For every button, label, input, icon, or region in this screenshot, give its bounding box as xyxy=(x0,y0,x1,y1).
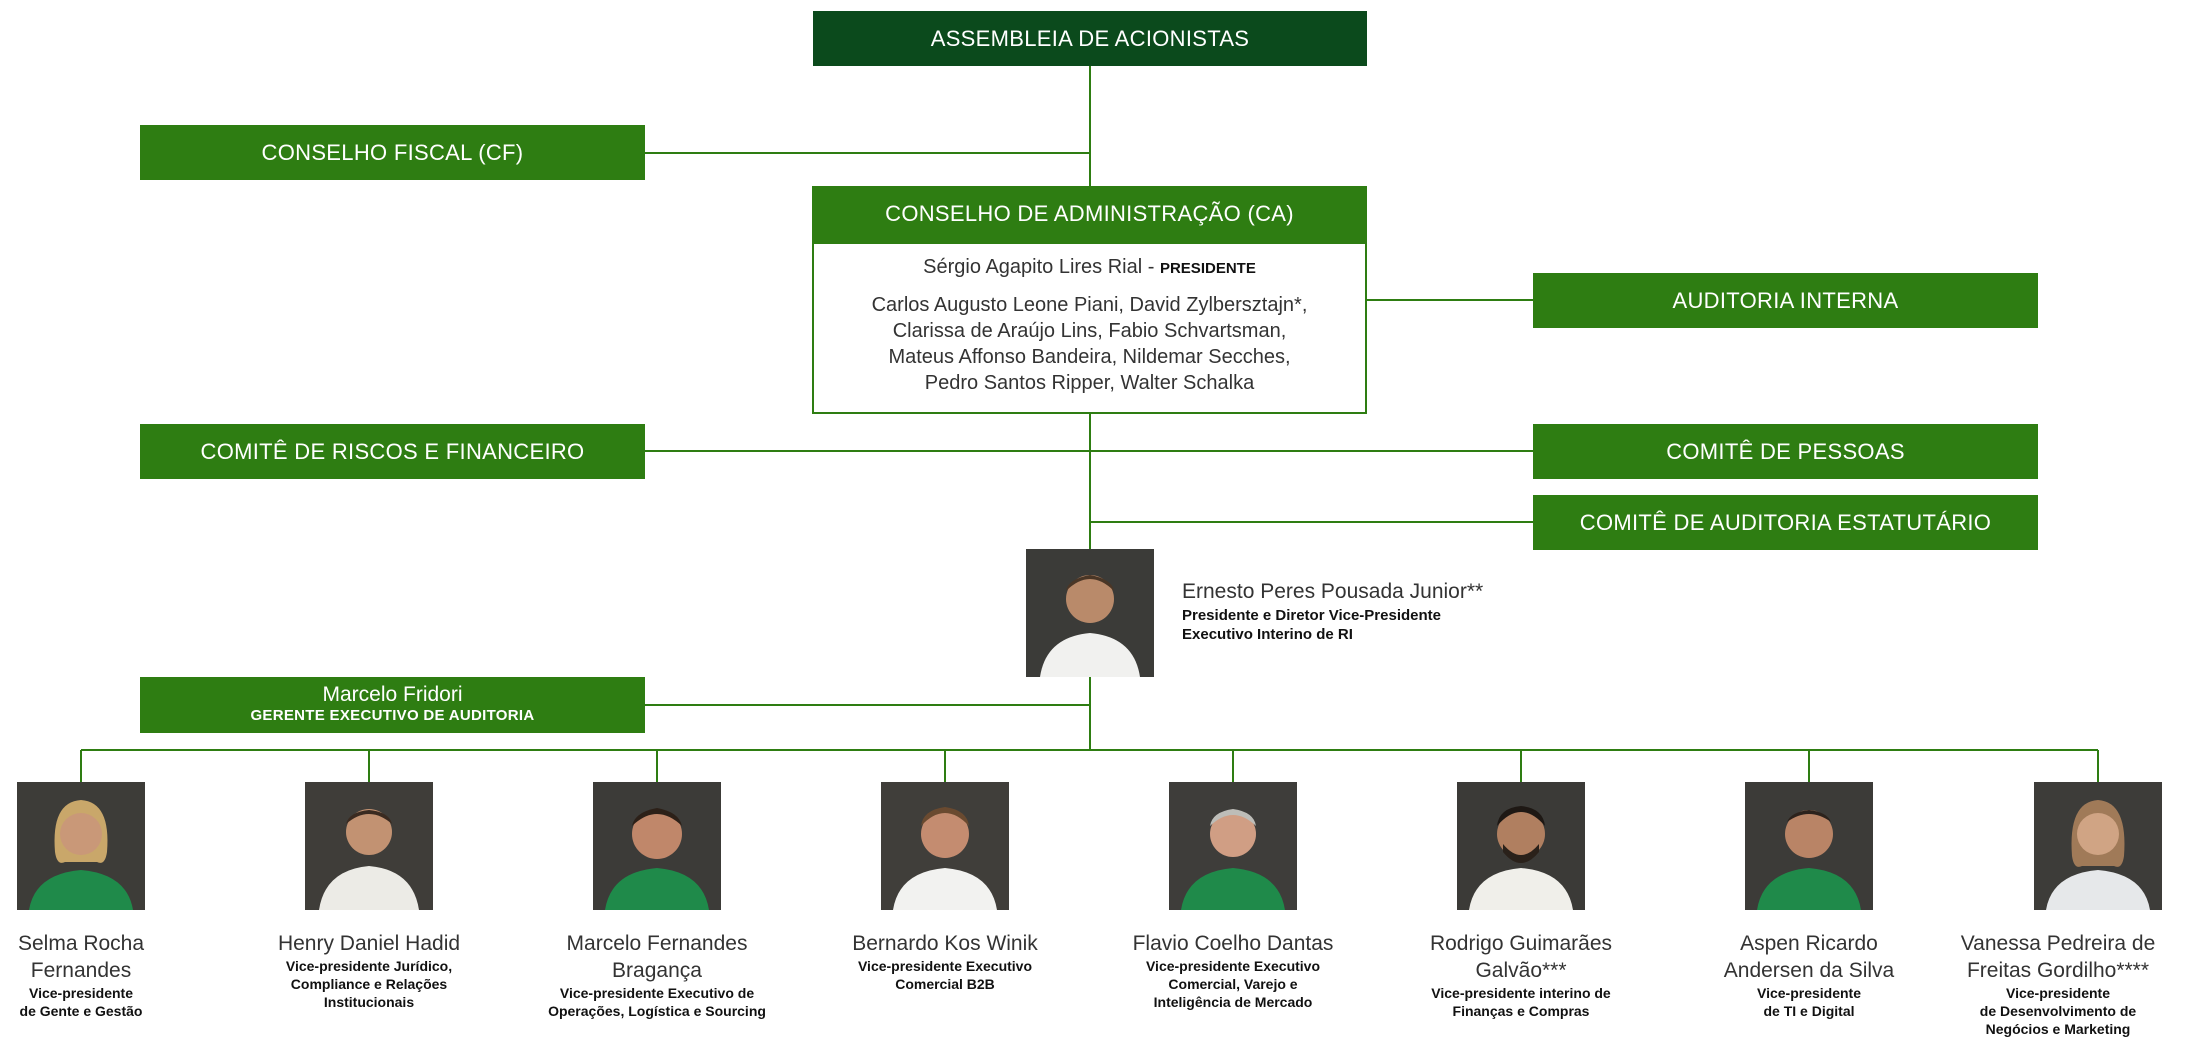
board-title-box: CONSELHO DE ADMINISTRAÇÃO (CA) xyxy=(812,186,1367,242)
vp-role-line: Vice-presidente Executivo de xyxy=(559,985,755,1001)
internal-audit-box: AUDITORIA INTERNA xyxy=(1533,273,2038,328)
vp-role-line: Vice-presidente interino de xyxy=(1431,985,1611,1001)
vp-name-line: Aspen Ricardo xyxy=(1740,932,1878,955)
board-president: Sérgio Agapito Lires Rial - PRESIDENTE xyxy=(814,254,1365,282)
vp-role-line: Vice-presidente Executivo xyxy=(857,958,1033,974)
vp-role-line: de TI e Digital xyxy=(1763,1003,1855,1019)
board-members-line: Clarissa de Araújo Lins, Fabio Schvartsm… xyxy=(892,320,1287,342)
vp-card: Aspen Ricardo Andersen da Silva Vice-pre… xyxy=(1669,930,1949,1020)
board-president-name: Sérgio Agapito Lires Rial - xyxy=(923,256,1155,278)
vp-role: Vice-presidente interino de Finanças e C… xyxy=(1381,984,1661,1020)
vp-role: Vice-presidente Jurídico, Compliance e R… xyxy=(229,957,509,1011)
vp-role-line: Negócios e Marketing xyxy=(1985,1021,2131,1037)
board-members-line: Carlos Augusto Leone Piani, David Zylber… xyxy=(871,294,1308,316)
vp-role-line: Finanças e Compras xyxy=(1452,1003,1590,1019)
fiscal-council-label: CONSELHO FISCAL (CF) xyxy=(261,139,524,165)
vp-name-line: Marcelo Fernandes xyxy=(566,932,748,955)
vp-name-line: Henry Daniel Hadid xyxy=(277,932,461,955)
vp-role-line: Comercial B2B xyxy=(895,976,995,992)
fiscal-council-box: CONSELHO FISCAL (CF) xyxy=(140,125,645,180)
ceo-name: Ernesto Peres Pousada Junior** xyxy=(1182,580,1484,603)
ceo-role: Presidente e Diretor Vice-Presidente Exe… xyxy=(1182,606,1512,644)
audit-manager-role: GERENTE EXECUTIVO DE AUDITORIA xyxy=(250,707,535,724)
risk-committee-label: COMITÊ DE RISCOS E FINANCEIRO xyxy=(200,438,585,464)
vp-role-line: Vice-presidente Executivo xyxy=(1145,958,1321,974)
shareholders-assembly-box: ASSEMBLEIA DE ACIONISTAS xyxy=(813,11,1367,66)
ceo-role-line: Presidente e Diretor Vice-Presidente xyxy=(1182,607,1441,624)
vp-name-line: Galvão*** xyxy=(1475,959,1567,982)
vp-name-line: Selma Rocha xyxy=(17,932,145,955)
vp-name-line: Freitas Gordilho**** xyxy=(1966,959,2150,982)
vp-photo xyxy=(305,782,433,910)
shareholders-assembly-label: ASSEMBLEIA DE ACIONISTAS xyxy=(930,25,1250,51)
vp-name-line: Andersen da Silva xyxy=(1723,959,1895,982)
audit-committee-label: COMITÊ DE AUDITORIA ESTATUTÁRIO xyxy=(1579,509,1992,535)
board-title: CONSELHO DE ADMINISTRAÇÃO (CA) xyxy=(885,201,1294,226)
board-members-list: Carlos Augusto Leone Piani, David Zylber… xyxy=(814,292,1365,396)
audit-committee-box: COMITÊ DE AUDITORIA ESTATUTÁRIO xyxy=(1533,495,2038,550)
people-committee-box: COMITÊ DE PESSOAS xyxy=(1533,424,2038,479)
ceo-info: Ernesto Peres Pousada Junior** President… xyxy=(1182,580,1512,644)
ceo-role-line: Executivo Interino de RI xyxy=(1182,626,1353,643)
vp-card: Vanessa Pedreira de Freitas Gordilho****… xyxy=(1923,930,2193,1038)
vp-card: Selma Rocha Fernandes Vice-presidente de… xyxy=(0,930,221,1020)
board-president-role: PRESIDENTE xyxy=(1159,260,1256,277)
people-committee-label: COMITÊ DE PESSOAS xyxy=(1666,438,1905,464)
vp-name: Marcelo Fernandes Bragança xyxy=(517,930,797,984)
vp-photo xyxy=(593,782,721,910)
vp-role: Vice-presidente Executivo de Operações, … xyxy=(517,984,797,1020)
vp-name-line: Flavio Coelho Dantas xyxy=(1132,932,1334,955)
vp-card: Bernardo Kos Winik Vice-presidente Execu… xyxy=(805,930,1085,993)
risk-committee-box: COMITÊ DE RISCOS E FINANCEIRO xyxy=(140,424,645,479)
vp-photo xyxy=(2034,782,2162,910)
board-members-line: Pedro Santos Ripper, Walter Schalka xyxy=(924,372,1255,394)
vp-photo xyxy=(1745,782,1873,910)
vp-name: Flavio Coelho Dantas xyxy=(1093,930,1373,957)
vp-name-line: Bragança xyxy=(612,959,702,982)
board-members-box: Sérgio Agapito Lires Rial - PRESIDENTE C… xyxy=(812,242,1367,414)
vp-role-line: Vice-presidente xyxy=(1756,985,1861,1001)
vp-role-line: de Desenvolvimento de xyxy=(1979,1003,2137,1019)
vp-photo xyxy=(17,782,145,910)
vp-role-line: Vice-presidente xyxy=(2005,985,2110,1001)
vp-role-line: Vice-presidente xyxy=(28,985,133,1001)
board-members-line: Mateus Affonso Bandeira, Nildemar Secche… xyxy=(888,346,1291,368)
vp-name: Aspen Ricardo Andersen da Silva xyxy=(1669,930,1949,984)
vp-name-line: Rodrigo Guimarães xyxy=(1429,932,1613,955)
vp-name-line: Fernandes xyxy=(30,959,132,982)
vp-name: Selma Rocha Fernandes xyxy=(0,930,221,984)
vp-photo xyxy=(1457,782,1585,910)
vp-name: Vanessa Pedreira de Freitas Gordilho**** xyxy=(1923,930,2193,984)
vp-name-line: Bernardo Kos Winik xyxy=(852,932,1038,955)
audit-manager-name: Marcelo Fridori xyxy=(322,683,463,706)
vp-role: Vice-presidente de TI e Digital xyxy=(1669,984,1949,1020)
vp-card: Henry Daniel Hadid Vice-presidente Juríd… xyxy=(229,930,509,1011)
vp-role-line: Institucionais xyxy=(323,994,415,1010)
vp-role-line: Comercial, Varejo e xyxy=(1168,976,1298,992)
ceo-photo xyxy=(1026,549,1154,677)
vp-name: Henry Daniel Hadid xyxy=(229,930,509,957)
vp-role: Vice-presidente de Gente e Gestão xyxy=(0,984,221,1020)
vp-role-line: Operações, Logística e Sourcing xyxy=(548,1003,766,1019)
vp-role: Vice-presidente Executivo Comercial B2B xyxy=(805,957,1085,993)
vp-photo xyxy=(1169,782,1297,910)
vp-role-line: de Gente e Gestão xyxy=(19,1003,143,1019)
vp-photo xyxy=(881,782,1009,910)
vp-role-line: Compliance e Relações xyxy=(290,976,448,992)
vp-role-line: Vice-presidente Jurídico, xyxy=(285,958,453,974)
vp-name: Bernardo Kos Winik xyxy=(805,930,1085,957)
audit-manager-box: Marcelo Fridori GERENTE EXECUTIVO DE AUD… xyxy=(140,677,645,733)
vp-role: Vice-presidente de Desenvolvimento de Ne… xyxy=(1923,984,2193,1038)
internal-audit-label: AUDITORIA INTERNA xyxy=(1672,287,1899,313)
vp-name-line: Vanessa Pedreira de xyxy=(1960,932,2156,955)
vp-card: Marcelo Fernandes Bragança Vice-presiden… xyxy=(517,930,797,1020)
vp-name: Rodrigo Guimarães Galvão*** xyxy=(1381,930,1661,984)
vp-card: Flavio Coelho Dantas Vice-presidente Exe… xyxy=(1093,930,1373,1011)
vp-role-line: Inteligência de Mercado xyxy=(1153,994,1313,1010)
vp-card: Rodrigo Guimarães Galvão*** Vice-preside… xyxy=(1381,930,1661,1020)
vp-role: Vice-presidente Executivo Comercial, Var… xyxy=(1093,957,1373,1011)
